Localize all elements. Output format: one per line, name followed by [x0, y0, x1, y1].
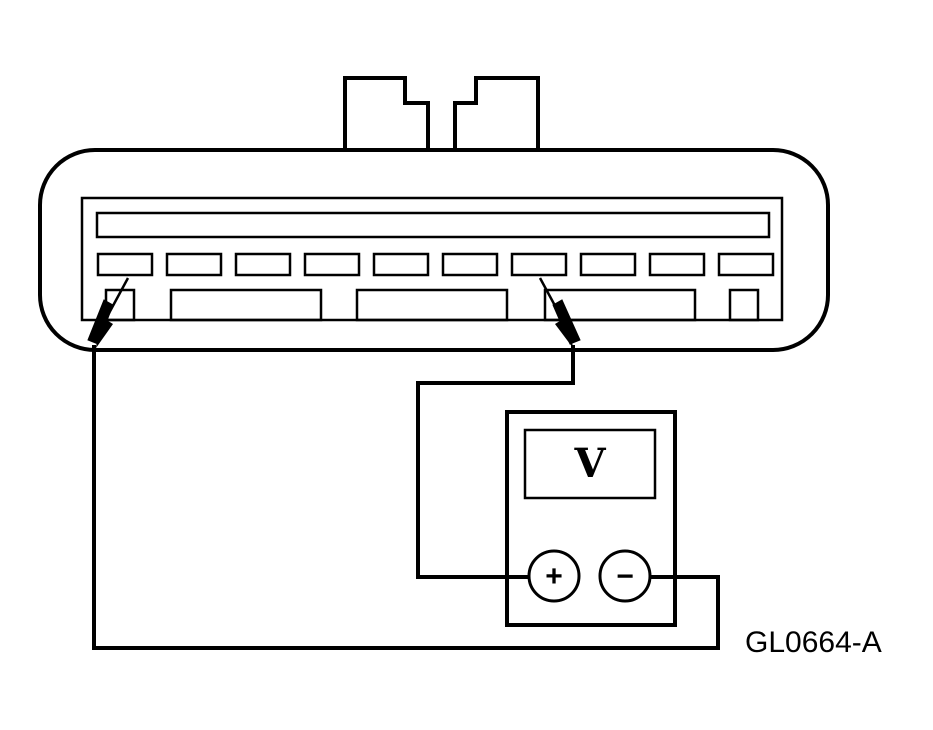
connector-pin-4 — [303, 252, 361, 277]
connector-body — [38, 148, 830, 352]
connector-lower-slot-3 — [355, 288, 509, 322]
connector-pin-1 — [96, 252, 154, 277]
connector-pin-5 — [372, 252, 430, 277]
connector-pin-9 — [648, 252, 706, 277]
voltmeter: V + − — [505, 410, 677, 627]
connector-pin-7 — [510, 252, 568, 277]
positive-lead-wire — [416, 345, 575, 579]
connector-pin-row — [96, 252, 775, 277]
positive-terminal — [527, 549, 581, 603]
negative-terminal — [598, 549, 652, 603]
connector-face — [80, 196, 784, 322]
right-probe — [538, 277, 581, 348]
connector-pin-2 — [165, 252, 223, 277]
left-probe — [87, 277, 130, 348]
figure-id-label: GL0664-A — [745, 626, 882, 659]
connector-lower-slot-2 — [169, 288, 323, 322]
voltmeter-display — [523, 428, 657, 500]
connector-pin-8 — [579, 252, 637, 277]
connector-top-slot — [95, 211, 771, 239]
voltmeter-display-symbol: V — [573, 440, 606, 487]
voltmeter-body — [505, 410, 677, 627]
negative-terminal-symbol: − — [616, 560, 634, 593]
connector-pin-10 — [717, 252, 775, 277]
connector-lower-slot-5 — [728, 288, 760, 322]
connector-lock-tab — [343, 76, 540, 150]
negative-lead-wire — [92, 345, 720, 650]
connector-pin-6 — [441, 252, 499, 277]
connector-pin-3 — [234, 252, 292, 277]
connector-lower-slot-4 — [543, 288, 697, 322]
positive-terminal-symbol: + — [545, 560, 563, 593]
